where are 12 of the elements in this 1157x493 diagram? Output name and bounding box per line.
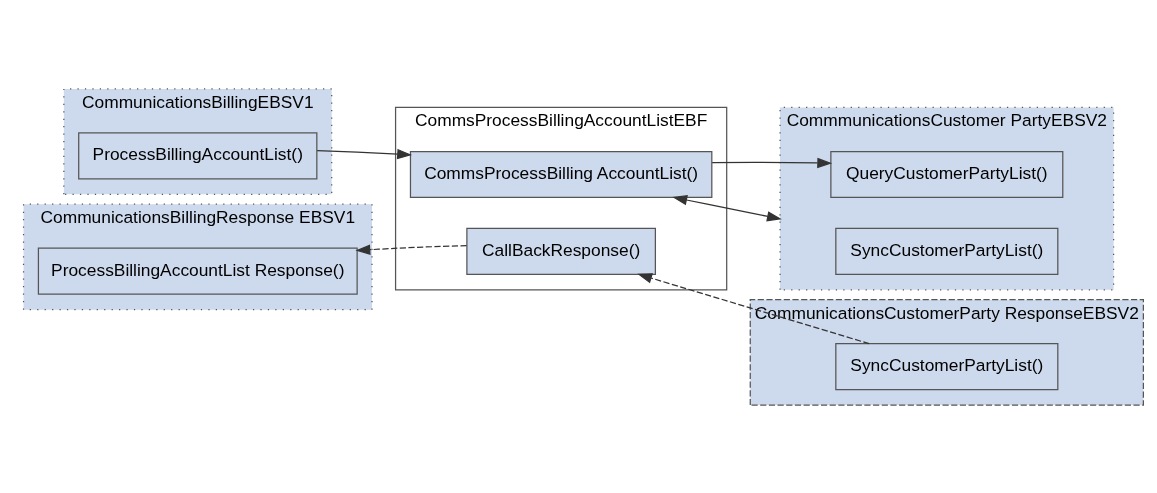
arrow [316,148,413,159]
node-box: ProcessBillingAccountList Response() [37,247,358,295]
node-box: SyncCustomerPartyList() [835,342,1059,390]
arrow [711,157,833,168]
arrow [672,194,782,221]
arrow [355,244,468,255]
arrow [637,272,870,344]
node-box: CallBackResponse() [466,227,656,275]
node-box: SyncCustomerPartyList() [835,227,1059,275]
node-box: QueryCustomerPartyList() [830,150,1064,198]
node-box: CommsProcessBilling AccountList() [409,150,713,198]
node-box: ProcessBillingAccountList() [78,131,318,179]
